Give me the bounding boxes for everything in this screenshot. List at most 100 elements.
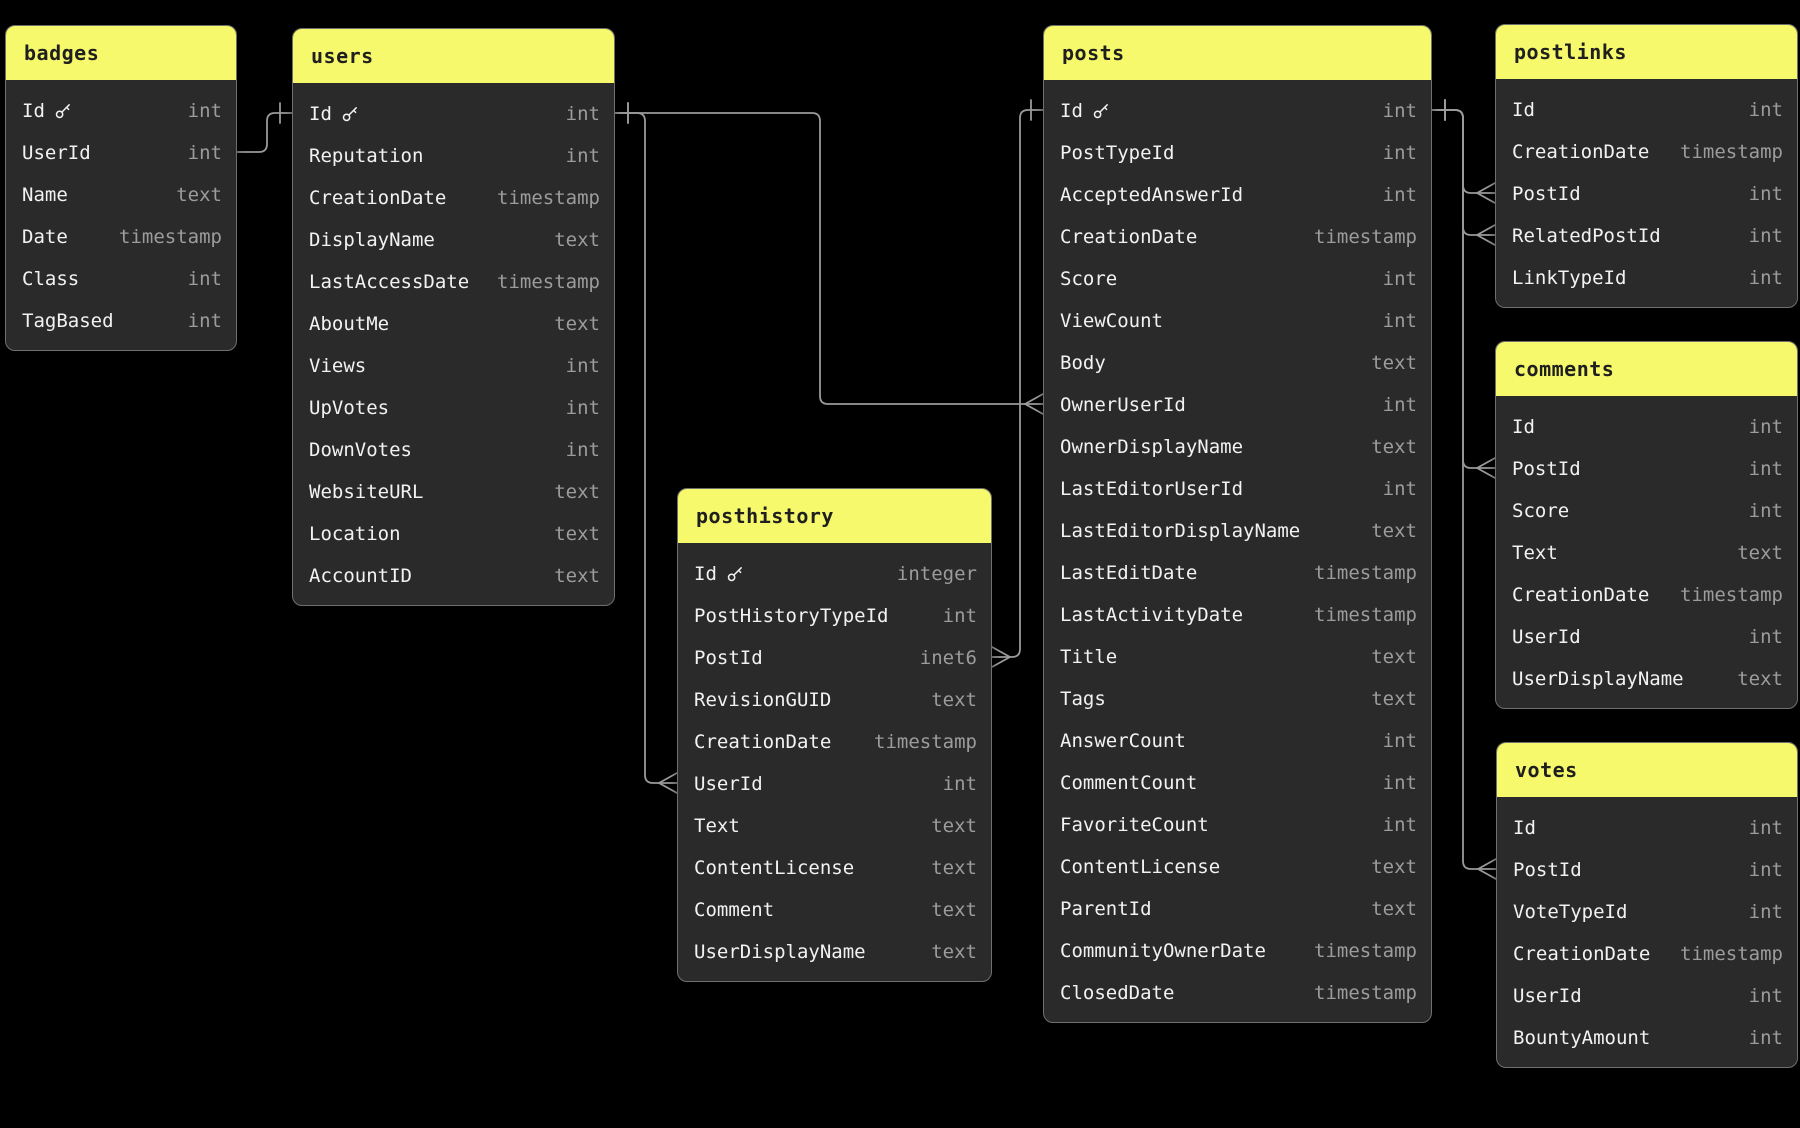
table-header-posthistory[interactable]: posthistory (678, 489, 991, 543)
table-header-votes[interactable]: votes (1497, 743, 1797, 797)
table-header-badges[interactable]: badges (6, 26, 236, 80)
field-name-wrap: CreationDate (1513, 943, 1650, 965)
field-name: Score (1512, 500, 1570, 522)
field-name-wrap: DisplayName (309, 229, 435, 251)
field-name-wrap: OwnerDisplayName (1060, 436, 1243, 458)
field-type: text (554, 229, 600, 251)
table-header-comments[interactable]: comments (1496, 342, 1797, 396)
table-row[interactable]: Date timestamp (6, 216, 236, 258)
field-name-wrap: RelatedPostId (1512, 225, 1661, 247)
field-name: RevisionGUID (694, 689, 832, 711)
field-type: timestamp (119, 226, 222, 248)
field-type: text (931, 899, 977, 921)
table-row[interactable]: DisplayName text (293, 219, 614, 261)
field-name: Id (309, 103, 332, 125)
field-type: int (1382, 310, 1417, 332)
field-type: int (187, 100, 222, 122)
table-header-users[interactable]: users (293, 29, 614, 83)
table-header-postlinks[interactable]: postlinks (1496, 25, 1797, 79)
field-name: Views (309, 355, 367, 377)
field-name: Date (22, 226, 68, 248)
table-header-posts[interactable]: posts (1044, 26, 1431, 80)
field-name: Id (1512, 99, 1535, 121)
field-type: text (554, 565, 600, 587)
